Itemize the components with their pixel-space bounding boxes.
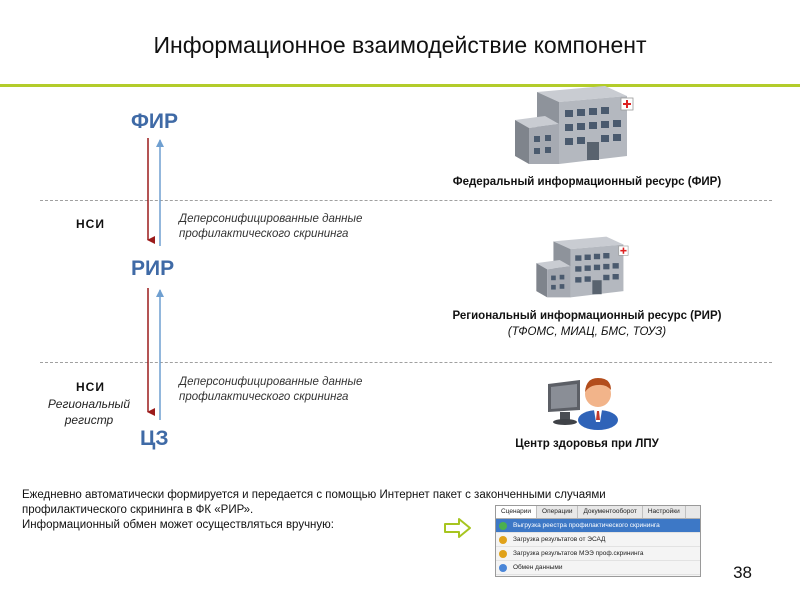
regional-resource-label: Региональный информационный ресурс (РИР) xyxy=(452,310,722,322)
separator-bottom xyxy=(40,362,772,363)
exchange-description: Ежедневно автоматически формируется и пе… xyxy=(22,488,712,533)
data-label-top: Деперсонифицированные данные профилактич… xyxy=(179,213,363,240)
node-fir: ФИР xyxy=(131,110,179,133)
title-divider xyxy=(0,84,800,87)
page-title: Информационное взаимодействие компонент xyxy=(153,32,647,58)
list-item[interactable]: Обмен данными xyxy=(496,561,700,575)
regional-register-label: Региональный регистр xyxy=(47,397,131,427)
exchange-description-line1: Ежедневно автоматически формируется и пе… xyxy=(22,489,606,516)
import-icon xyxy=(499,535,507,544)
hospital-building-icon xyxy=(515,86,634,164)
regional-resource-sublabel: (ТФОМС, МИАЦ, БМС, ТОУЗ) xyxy=(507,326,667,338)
list-item-label: Выгрузка реестра профилактического скрин… xyxy=(513,522,660,529)
tab-operations[interactable]: Операции xyxy=(537,506,579,518)
app-window-screenshot: Сценарии Операции Документооборот Настро… xyxy=(495,505,701,577)
exchange-icon xyxy=(499,563,507,572)
federal-resource-label: Федеральный информационный ресурс (ФИР) xyxy=(452,176,722,188)
list-item[interactable]: Загрузка результатов МЭЭ проф.скрининга xyxy=(496,547,700,561)
list-item-label: Обмен данными xyxy=(513,564,563,571)
tab-document-flow[interactable]: Документооборот xyxy=(578,506,643,518)
page-number: 38 xyxy=(733,563,752,582)
data-label-bottom: Деперсонифицированные данные профилактич… xyxy=(179,376,363,403)
tab-scenarios[interactable]: Сценарии xyxy=(496,506,538,518)
export-icon xyxy=(499,521,507,530)
user-computer-icon xyxy=(548,378,618,430)
nsi-label-bottom: НСИ xyxy=(76,380,105,394)
health-center-label: Центр здоровья при ЛПУ xyxy=(515,438,659,450)
separator-top xyxy=(40,200,772,201)
list-item[interactable]: Выгрузка реестра профилактического скрин… xyxy=(496,519,700,533)
arrow-right-icon xyxy=(444,518,471,538)
exchange-description-line2: Информационный обмен может осуществлятьс… xyxy=(22,519,334,531)
import-icon xyxy=(499,549,507,558)
nsi-label-top: НСИ xyxy=(76,217,105,231)
app-window-tabs: Сценарии Операции Документооборот Настро… xyxy=(496,506,700,519)
list-item[interactable]: Загрузка результатов от ЭСАД xyxy=(496,533,700,547)
list-item-label: Загрузка результатов МЭЭ проф.скрининга xyxy=(513,550,644,557)
node-rir: РИР xyxy=(131,257,175,280)
hospital-building-icon xyxy=(536,236,629,298)
tab-settings[interactable]: Настройки xyxy=(643,506,686,518)
list-item-label: Загрузка результатов от ЭСАД xyxy=(513,536,606,543)
node-cz: ЦЗ xyxy=(140,427,169,450)
